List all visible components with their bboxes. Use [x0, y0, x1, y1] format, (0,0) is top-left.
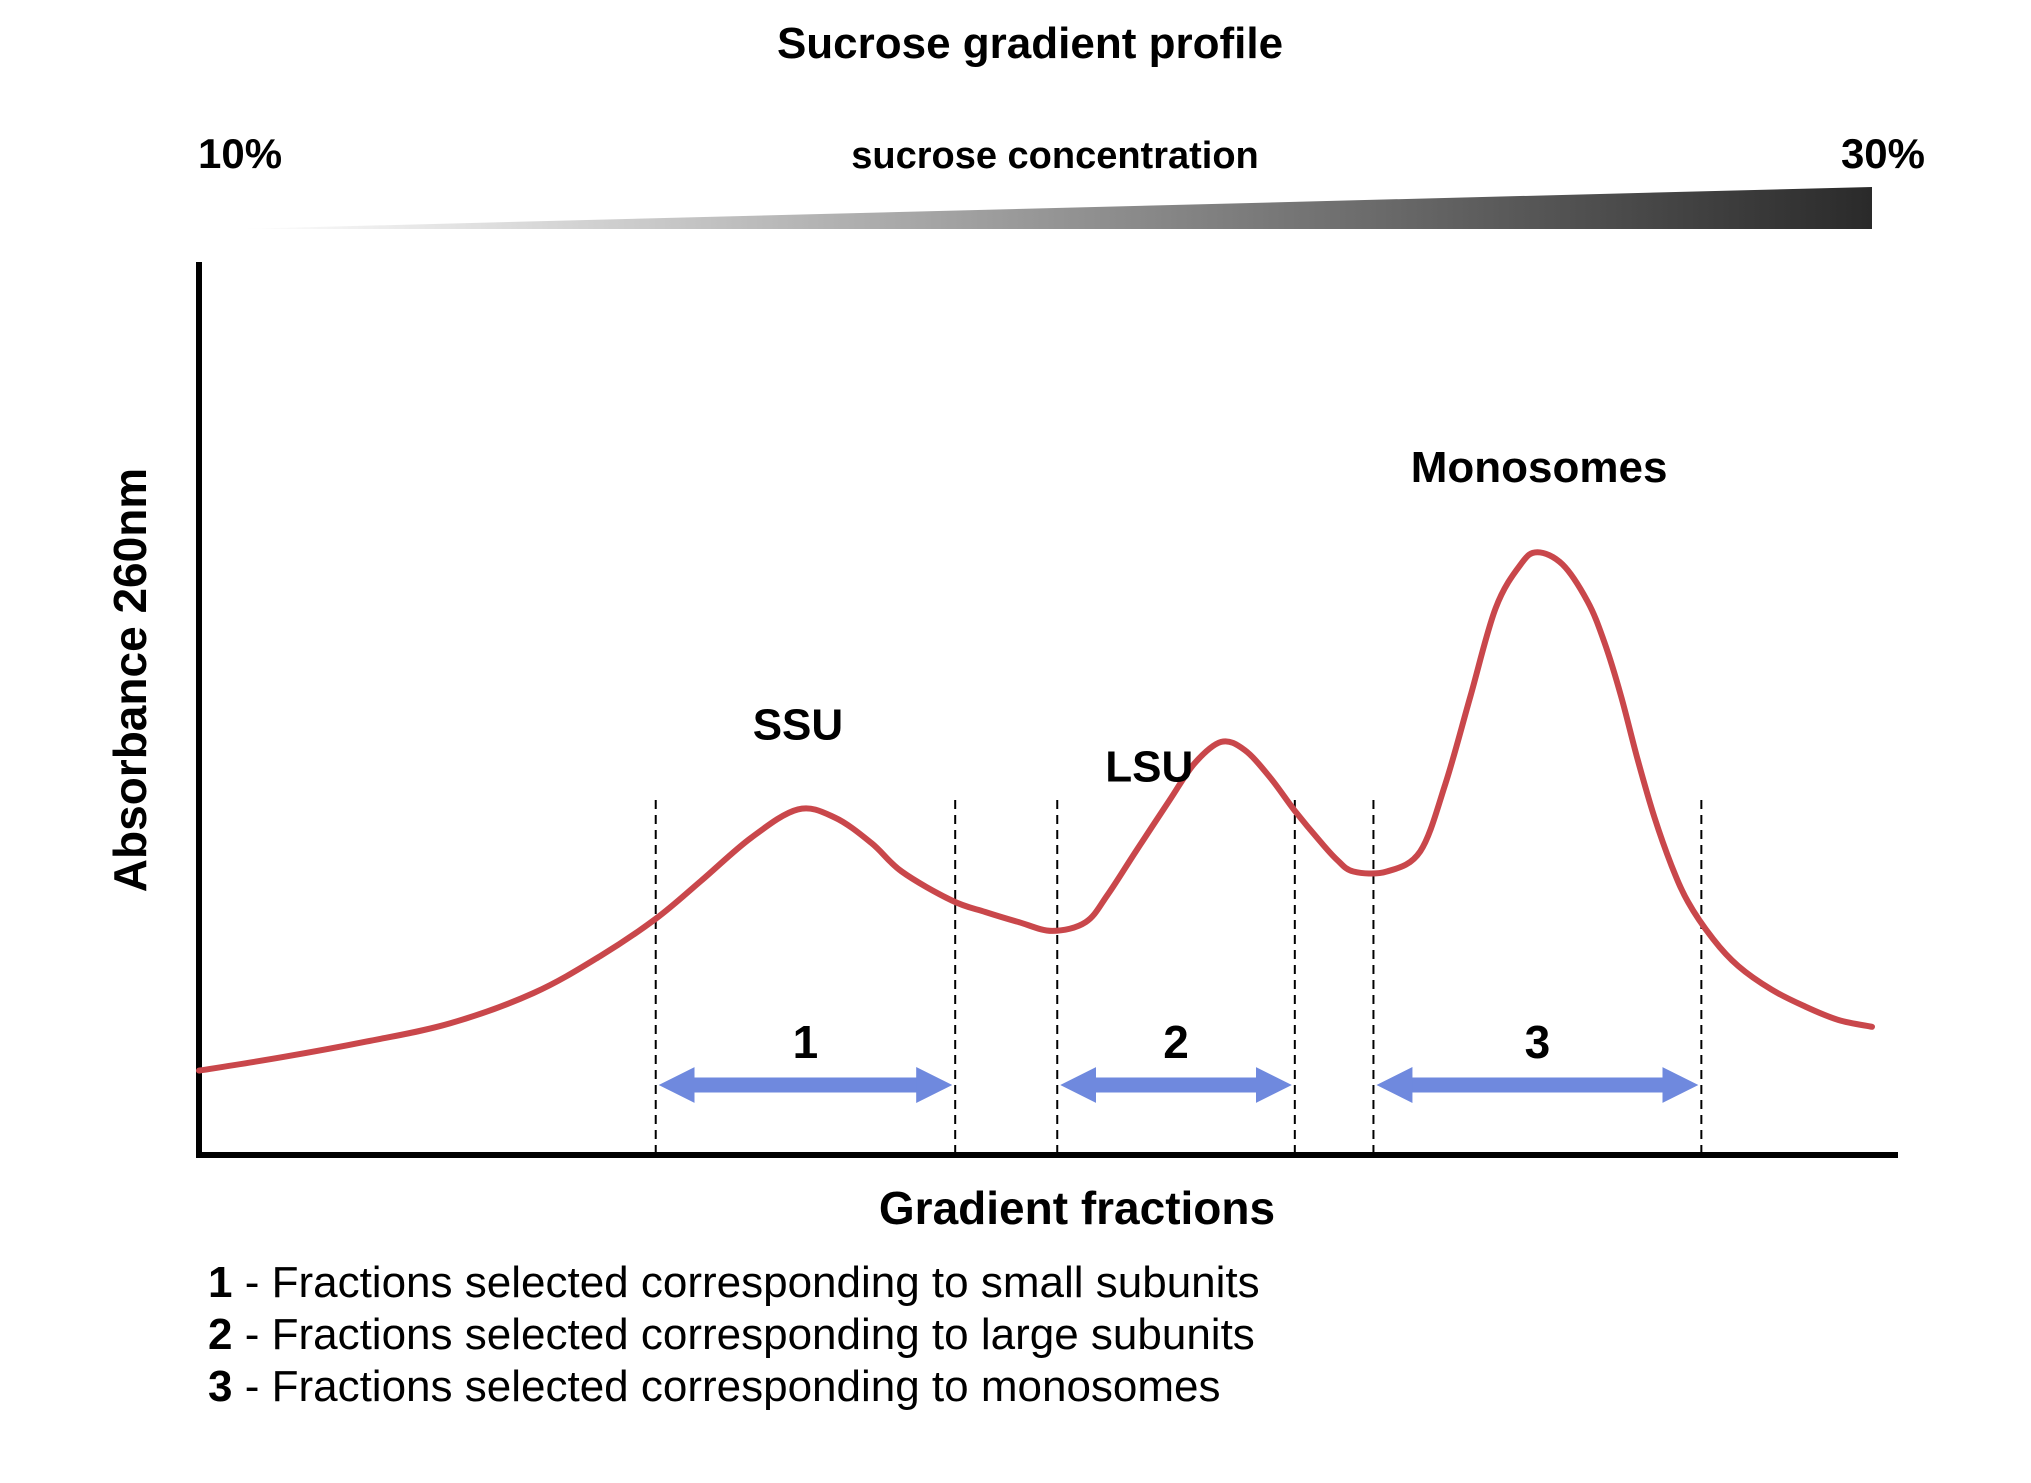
- y-axis-label: Absorbance 260nm: [104, 468, 156, 892]
- gradient-end-label: 30%: [1841, 130, 1925, 177]
- absorbance-series: [196, 549, 1875, 1074]
- range-number-2: 2: [1163, 1016, 1189, 1068]
- legend-item-3: 3 - Fractions selected corresponding to …: [208, 1362, 1221, 1411]
- legend-text-2: - Fractions selected corresponding to la…: [232, 1310, 1254, 1359]
- x-axis-label: Gradient fractions: [879, 1182, 1275, 1234]
- legend-text-1: - Fractions selected corresponding to sm…: [232, 1258, 1259, 1307]
- legend-key-1: 1: [208, 1258, 232, 1307]
- legend-item-2: 2 - Fractions selected corresponding to …: [208, 1310, 1255, 1359]
- legend: 1 - Fractions selected corresponding to …: [208, 1258, 1260, 1411]
- sucrose-gradient-wedge: [238, 187, 1872, 229]
- gradient-bar-label: sucrose concentration: [851, 135, 1259, 177]
- legend-text-3: - Fractions selected corresponding to mo…: [232, 1362, 1220, 1411]
- range-number-3: 3: [1525, 1016, 1551, 1068]
- fraction-boundaries: [654, 800, 1703, 1155]
- legend-key-3: 3: [208, 1362, 232, 1411]
- gradient-start-label: 10%: [198, 130, 282, 177]
- legend-item-1: 1 - Fractions selected corresponding to …: [208, 1258, 1260, 1307]
- selected-fraction-ranges: 1 2 3: [658, 1016, 1699, 1104]
- chart-title: Sucrose gradient profile: [777, 19, 1283, 68]
- peak-label-ssu: SSU: [753, 700, 843, 749]
- peak-label-monosomes: Monosomes: [1411, 443, 1668, 492]
- absorbance-curve-1: [196, 549, 1875, 1074]
- peak-annotations: SSU LSU Monosomes: [753, 443, 1668, 791]
- peak-label-lsu: LSU: [1105, 742, 1193, 791]
- legend-key-2: 2: [208, 1310, 232, 1359]
- range-number-1: 1: [793, 1016, 819, 1068]
